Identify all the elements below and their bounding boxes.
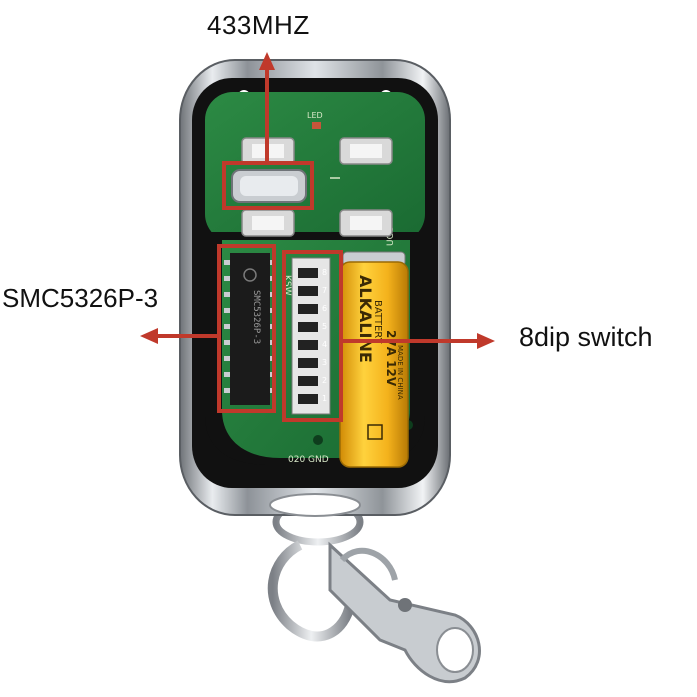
gnd-marking: 020 GND — [288, 455, 329, 465]
dip-number-2: 2 — [322, 376, 327, 385]
battery: ALKALINE BATTERY 27A 12V MADE IN CHINA — [339, 251, 409, 468]
battery-type: BATTERY — [372, 300, 383, 345]
dip-switch-label: 8dip switch — [519, 322, 653, 352]
dip-number-1: 1 — [322, 394, 327, 403]
annotations — [140, 52, 495, 422]
chip-arrow-head — [140, 328, 158, 344]
battery-origin: MADE IN CHINA — [396, 345, 404, 400]
ksw-marking: KSW — [282, 275, 292, 296]
dip-highlight-box — [282, 250, 343, 422]
battery-model: 27A 12V — [384, 330, 398, 387]
dip-number-5: 5 — [322, 322, 327, 331]
dip-number-6: 6 — [322, 304, 327, 313]
chip-label: SMC5326P-3 — [2, 283, 159, 313]
dip-arrow-head — [477, 333, 495, 349]
dip-number-4: 4 — [322, 340, 327, 349]
ucc-marking: UCC — [386, 227, 396, 246]
frequency-arrow-head — [259, 52, 275, 70]
chip-highlight-box — [217, 244, 276, 413]
chip-marking: SMC5326P-3 — [251, 290, 261, 344]
keyring — [267, 498, 481, 684]
push-buttons — [241, 137, 393, 237]
dip-number-8: 8 — [322, 268, 327, 277]
dip-number-3: 3 — [322, 358, 327, 367]
dip-number-7: 7 — [322, 286, 327, 295]
crystal-resonator — [231, 169, 307, 203]
led-marking: LED — [307, 111, 323, 120]
dip-switch: 1 2 3 4 5 6 7 8 KSW — [282, 257, 331, 415]
ic-chip: SMC5326P-3 — [224, 253, 276, 405]
frequency-label: 433MHZ — [207, 10, 310, 40]
